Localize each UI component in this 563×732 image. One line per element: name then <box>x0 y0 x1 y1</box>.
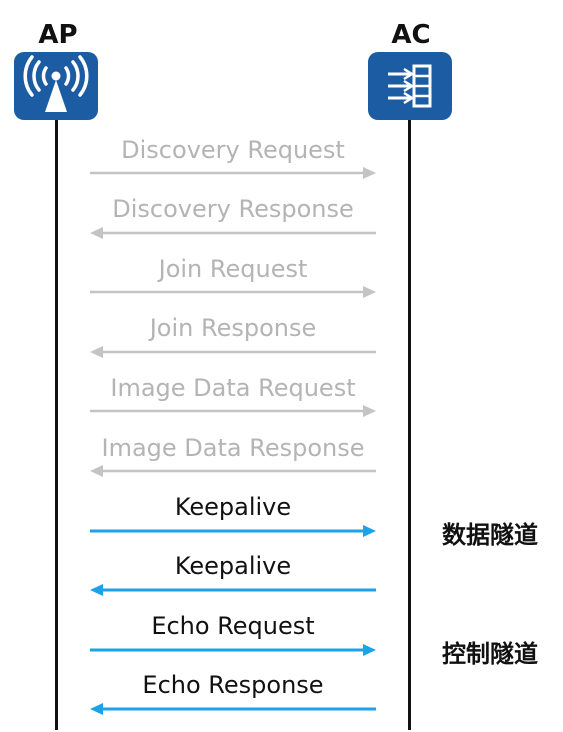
message-arrow <box>90 465 376 477</box>
message-arrow <box>90 525 376 537</box>
message-label: Image Data Request <box>110 374 356 402</box>
message-label: Image Data Response <box>101 434 365 462</box>
ap-lifeline <box>55 120 58 730</box>
message-label: Echo Request <box>151 612 315 640</box>
message-label: Discovery Response <box>112 195 354 223</box>
message-arrow <box>90 703 376 715</box>
message-label: Join Response <box>149 314 317 342</box>
ac-lifeline <box>408 120 411 730</box>
message-label: Discovery Request <box>121 136 345 164</box>
message-arrow <box>90 286 376 298</box>
access-controller-icon <box>368 52 452 120</box>
control-tunnel-label: 控制隧道 <box>442 640 538 668</box>
message-arrow <box>90 167 376 179</box>
message-arrow <box>90 644 376 656</box>
message-label: Join Request <box>158 255 308 283</box>
data-tunnel-label: 数据隧道 <box>442 521 538 549</box>
message-label: Keepalive <box>174 493 292 521</box>
message-arrow <box>90 227 376 239</box>
message-arrow <box>90 405 376 417</box>
message-arrow <box>90 584 376 596</box>
wireless-ap-icon <box>14 52 98 120</box>
message-label: Keepalive <box>174 552 292 580</box>
ap-label: AP <box>38 20 78 50</box>
ac-label: AC <box>391 20 431 50</box>
message-arrow <box>90 346 376 358</box>
message-label: Echo Response <box>142 671 324 699</box>
